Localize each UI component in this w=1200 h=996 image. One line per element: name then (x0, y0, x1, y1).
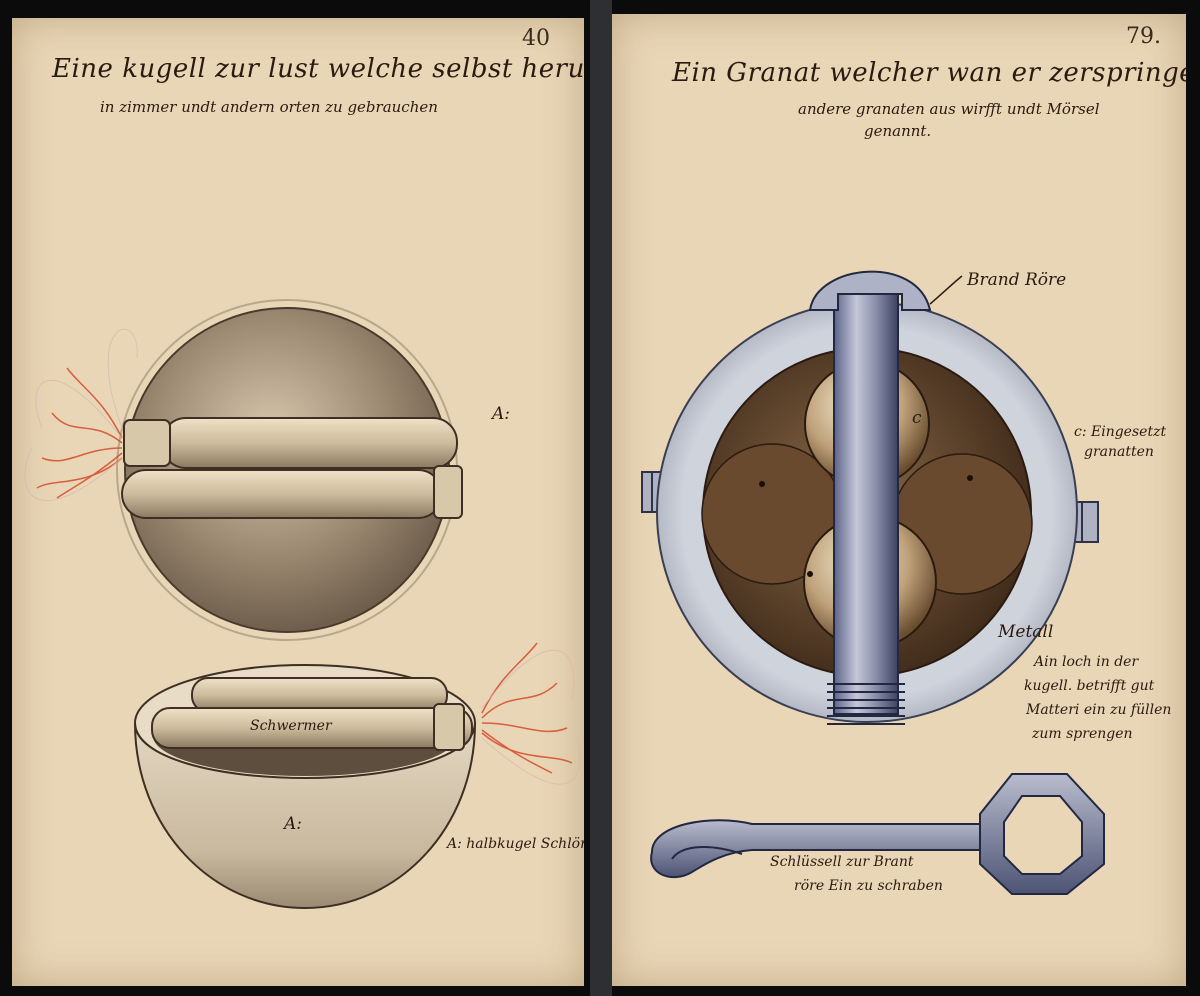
key-caption-line2: röre Ein zu schraben (794, 878, 943, 894)
label-c-line1: c: Eingesetzt (1074, 424, 1167, 440)
bowl-tube-upper (191, 677, 448, 713)
bowl-body (134, 722, 476, 910)
page-title-line2: andere granaten aus wirfft undt Mörsel (798, 100, 1100, 118)
label-shell: A: (284, 814, 303, 834)
sphere-drawing (24, 299, 581, 910)
tube-lower (121, 465, 463, 519)
left-page: 40 Eine kugell zur lust welche selbst he… (12, 18, 584, 986)
label-fuse: A: (492, 404, 511, 424)
page-title-line1: Ein Granat welcher wan er zerspringet (672, 58, 1186, 88)
bowl-tube-lower (151, 703, 473, 751)
book-gutter (590, 0, 612, 996)
label-brand-rore: Brand Röre (967, 270, 1067, 290)
folio-number: 79. (1126, 24, 1161, 49)
folio-number: 40 (522, 26, 550, 51)
page-title-line2: in zimmer undt andern orten zu gebrauche… (100, 98, 438, 116)
label-metall: Metall (998, 622, 1054, 642)
pipe-cap (808, 270, 932, 311)
ball-letter: c (912, 408, 922, 428)
label-c-line2: granatten (1084, 444, 1154, 460)
key-caption-line1: Schlüssell zur Brant (770, 854, 914, 870)
note-line2: kugell. betrifft gut (1024, 678, 1155, 694)
note-line1: Ain loch in der (1034, 654, 1139, 670)
fuse-key (650, 773, 1105, 895)
page-title-line3: genannt. (864, 122, 932, 140)
fuse-pipe (833, 293, 899, 715)
pipe-thread (827, 683, 905, 725)
note-line3: Matteri ein zu füllen (1026, 702, 1172, 718)
right-page: 79. Ein Granat welcher wan er zerspringe… (612, 14, 1186, 986)
fire-right (481, 642, 573, 774)
page-title-line1: Eine kugell zur lust welche selbst herum… (52, 54, 584, 84)
grenade-drawing (641, 270, 1105, 895)
note-line4: zum sprengen (1032, 726, 1133, 742)
label-inner-tube: Schwermer (250, 718, 332, 734)
label-caption: A: halbkugel Schlör (447, 836, 584, 852)
tube-upper (123, 417, 458, 469)
fire-left (36, 367, 123, 499)
